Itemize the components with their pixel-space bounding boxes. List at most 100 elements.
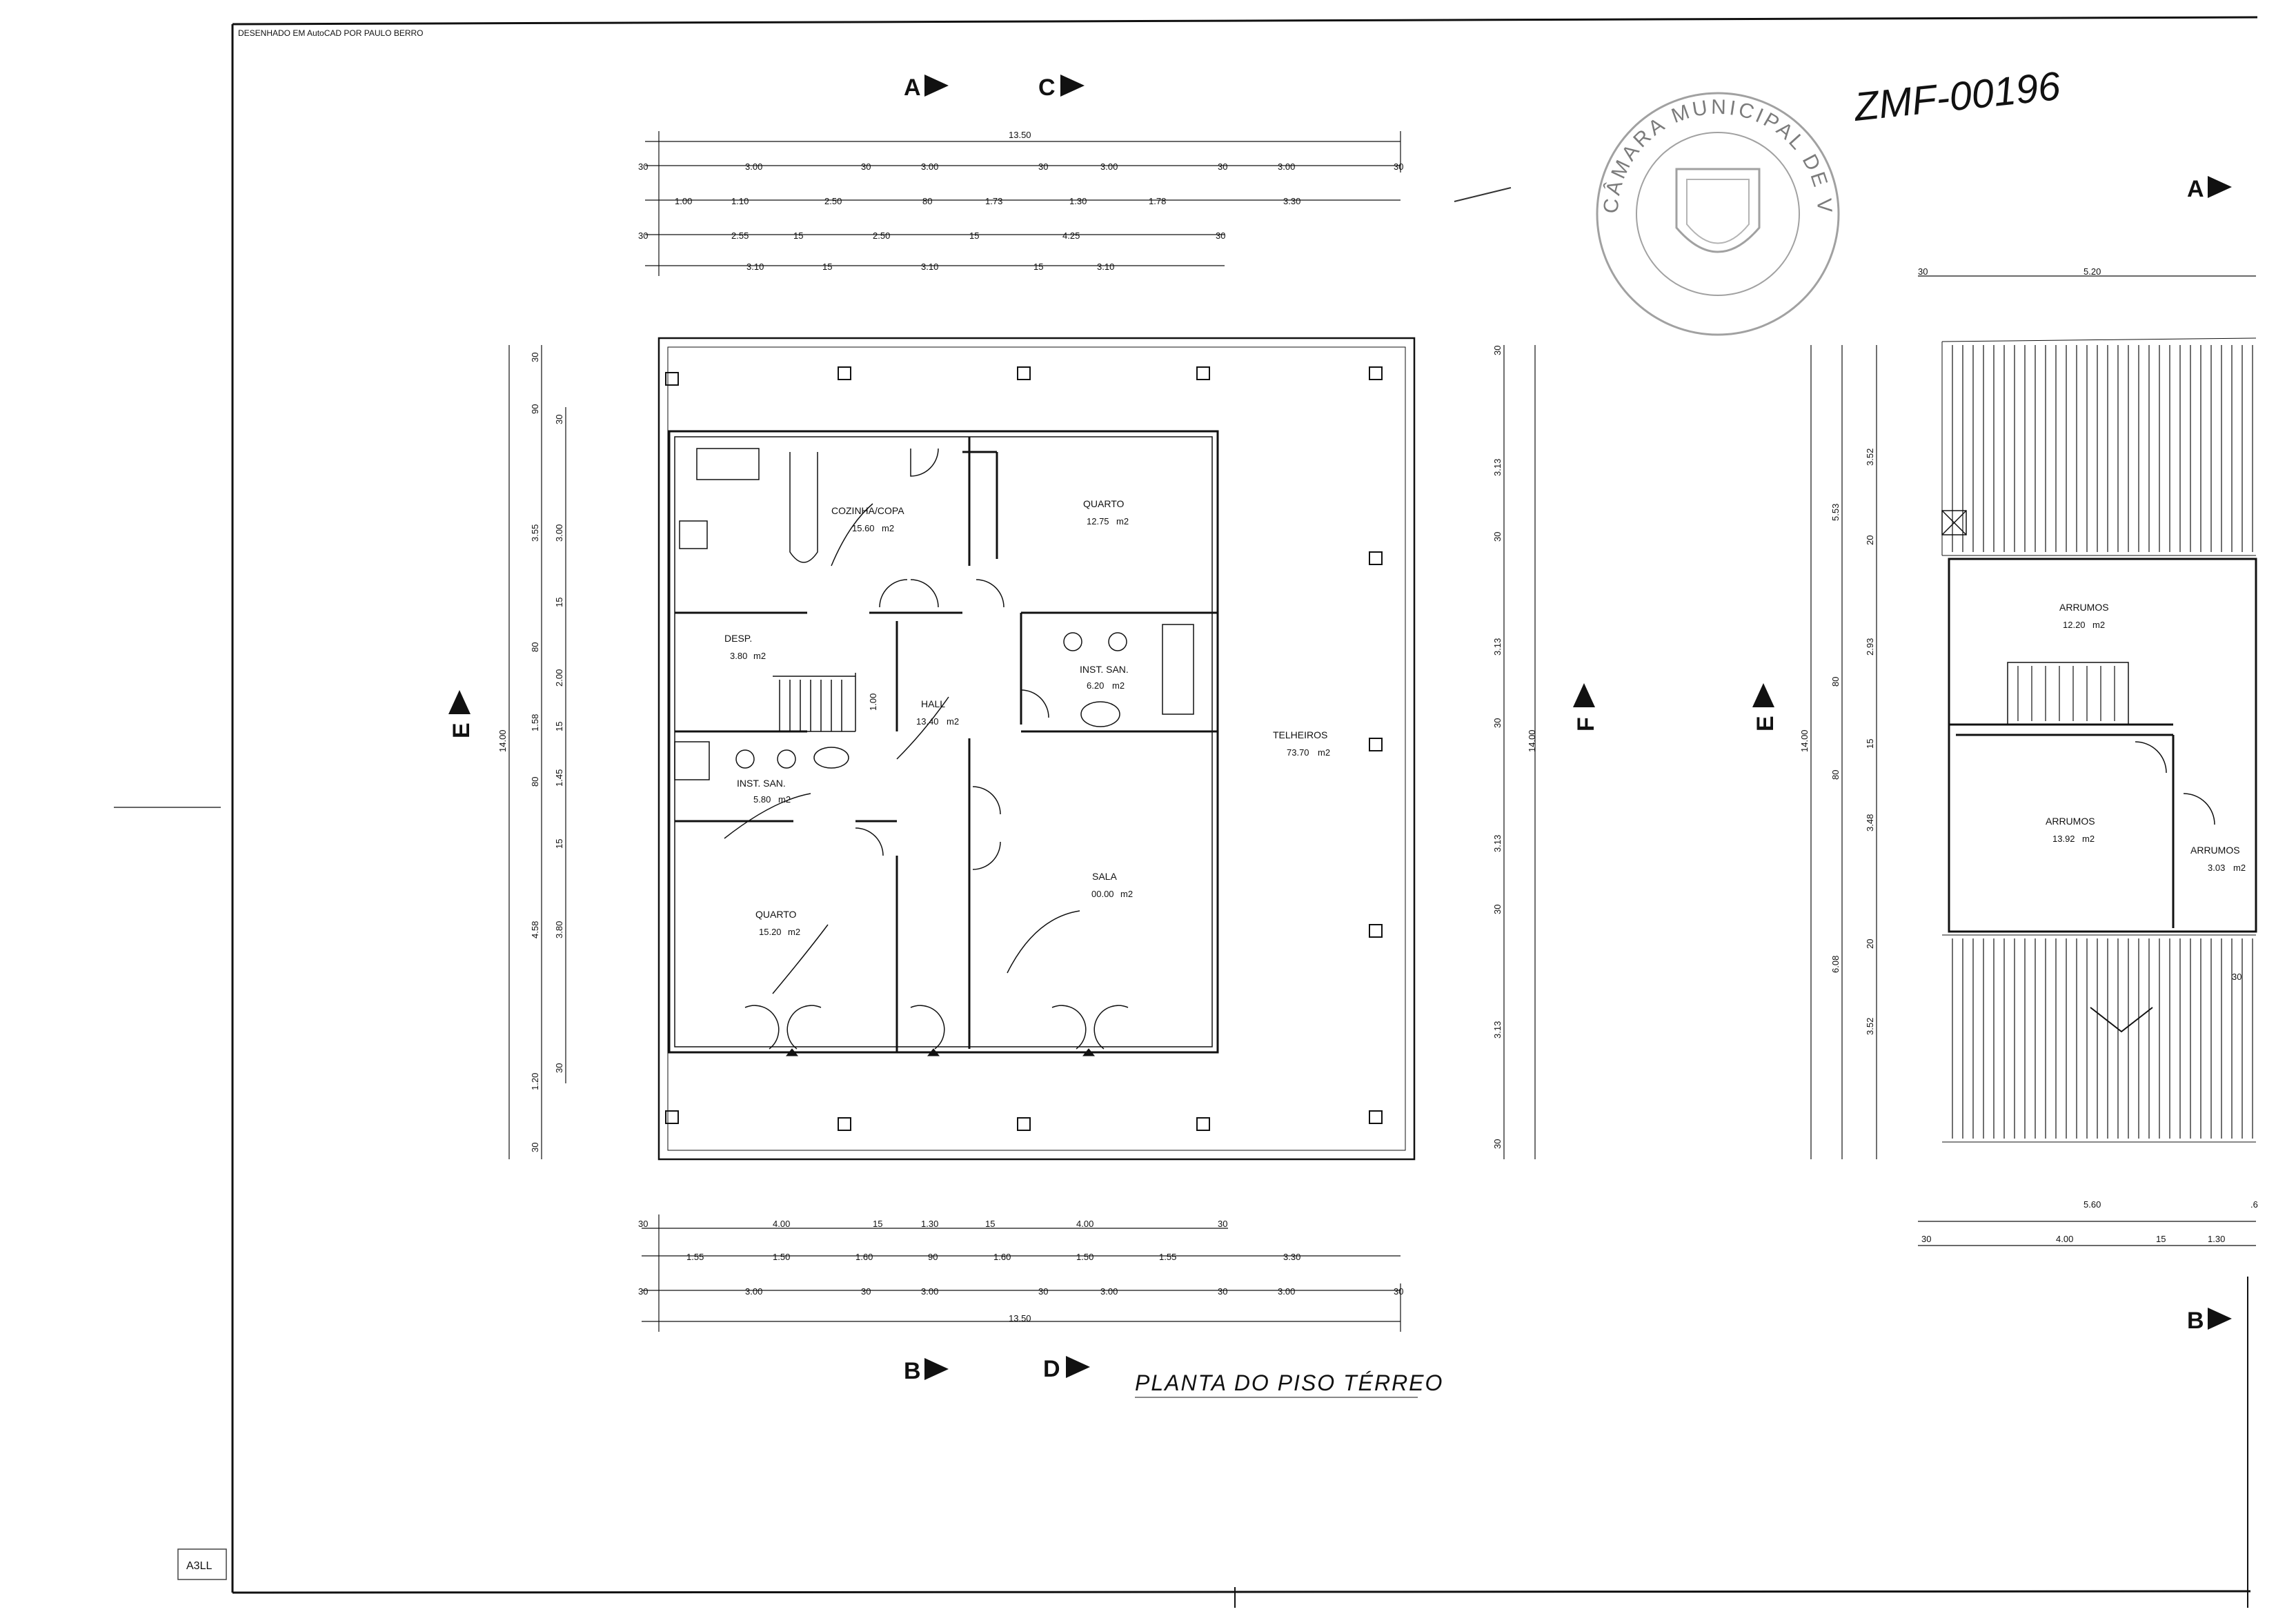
section-flag — [448, 690, 471, 714]
dimension-value: 3.10 — [746, 262, 764, 272]
dimension-total: 13.50 — [1009, 130, 1031, 140]
top-dimensions: 13.50 30 3.00 30 3.00 30 3.00 30 3.00 30… — [638, 130, 1403, 272]
dimension-value: 4.00 — [2056, 1234, 2073, 1244]
area-unit: m2 — [2092, 620, 2105, 630]
dimension-value: 1.45 — [554, 769, 564, 787]
section-marker-label: F — [1573, 717, 1599, 731]
handwritten-reference: ZMF-00196 — [1851, 63, 2064, 130]
dimension-value: 80 — [922, 196, 932, 206]
dimension-value: 80 — [530, 642, 540, 652]
dimension-value: 30 — [1492, 905, 1503, 914]
dimension-value: 30 — [861, 161, 871, 172]
dimension-value: 20 — [1865, 535, 1875, 545]
dimension-value: 1.30 — [1069, 196, 1087, 206]
dimension-value: 6.08 — [1830, 956, 1841, 973]
dimension-value: 3.13 — [1492, 1021, 1503, 1039]
dimension-value: 30 — [638, 230, 648, 241]
dimension-lines — [508, 131, 2256, 1332]
dimension-value: 3.48 — [1865, 814, 1875, 831]
dimension-value: 30 — [638, 1286, 648, 1297]
section-marker-label: B — [904, 1358, 921, 1384]
dimension-value: 2.00 — [554, 669, 564, 687]
section-flag — [1752, 683, 1774, 707]
dimension-value: 15 — [969, 230, 979, 241]
section-flag — [2208, 1308, 2232, 1330]
dimension-value: 3.52 — [1865, 449, 1875, 466]
dimension-value: 30 — [554, 1063, 564, 1073]
plan-title: PLANTA DO PISO TÉRREO — [1135, 1370, 1443, 1395]
area-unit: m2 — [2233, 863, 2246, 873]
sheet-size-box — [177, 1548, 227, 1580]
section-flag — [1060, 75, 1085, 97]
dimension-value: 15 — [1033, 262, 1043, 272]
dimension-value: 30 — [1492, 346, 1503, 355]
dimension-value: .6 — [2250, 1199, 2258, 1210]
dimension-value: 4.58 — [530, 921, 540, 938]
dimension-value: 30 — [530, 1143, 540, 1152]
area-unit: m2 — [947, 716, 959, 727]
dimension-value: 15 — [554, 722, 564, 731]
dimension-value: 4.00 — [773, 1219, 790, 1229]
room-label: QUARTO — [1083, 498, 1124, 509]
dimension-value: 5.60 — [2084, 1199, 2101, 1210]
dimension-value: 4.25 — [1062, 230, 1080, 241]
dimension-value: 30 — [2232, 972, 2241, 982]
dimension-value: 1.60 — [855, 1252, 873, 1262]
dimension-value: 1.00 — [675, 196, 692, 206]
dimension-value: 3.30 — [1283, 196, 1300, 206]
section-flag — [1573, 683, 1595, 707]
dimension-value: 1.60 — [993, 1252, 1011, 1262]
dimension-value: 2.50 — [824, 196, 842, 206]
dimension-value: 3.00 — [745, 161, 762, 172]
dimension-value: 4.00 — [1076, 1219, 1093, 1229]
dimension-value: 30 — [1394, 161, 1403, 172]
room-area: 3.03 — [2208, 863, 2225, 873]
section-marker-label: E — [448, 722, 475, 738]
room-label: INST. SAN. — [737, 778, 786, 789]
section-flag — [2208, 176, 2232, 198]
dimension-value: 3.00 — [921, 161, 938, 172]
dimension-total: 14.00 — [497, 729, 508, 752]
section-flag — [924, 1358, 949, 1380]
dimension-value: 20 — [1865, 939, 1875, 949]
dimension-value: 15 — [822, 262, 832, 272]
dimension-value: 2.55 — [731, 230, 749, 241]
dimension-value: 1.10 — [731, 196, 749, 206]
dimension-value: 30 — [1921, 1234, 1931, 1244]
room-label: ARRUMOS — [2190, 845, 2240, 856]
dimension-value: 15 — [2156, 1234, 2166, 1244]
dimension-value: 1.73 — [985, 196, 1002, 206]
dimension-value: 5.53 — [1830, 504, 1841, 521]
area-unit: m2 — [1318, 747, 1330, 758]
dimension-value: 30 — [530, 353, 540, 362]
dimension-value: 30 — [1918, 266, 1928, 277]
area-unit: m2 — [753, 651, 766, 661]
dimension-value: 15 — [873, 1219, 882, 1229]
dimension-value: 30 — [638, 161, 648, 172]
dimension-total: 13.50 — [1009, 1313, 1031, 1323]
dimension-value: 1.20 — [530, 1073, 540, 1090]
dimension-value: 15 — [1865, 739, 1875, 749]
dimension-value: 30 — [1492, 1139, 1503, 1149]
ground-floor-labels: COZINHA/COPA 15.60 m2 QUARTO 12.75 m2 DE… — [724, 498, 1330, 937]
dimension-value: 15 — [554, 839, 564, 849]
dimension-value: 30 — [1218, 1286, 1227, 1297]
room-area: 6.20 — [1087, 680, 1104, 691]
dimension-value: 15 — [985, 1219, 995, 1229]
room-area: 15.20 — [759, 927, 782, 937]
dimension-value: 3.00 — [745, 1286, 762, 1297]
dimension-value: 30 — [1038, 1286, 1048, 1297]
dimension-value: 1.30 — [2208, 1234, 2225, 1244]
room-label: QUARTO — [755, 909, 796, 920]
room-label: HALL — [921, 698, 945, 709]
room-area: 13.92 — [2052, 834, 2075, 844]
section-marker-label: A — [904, 75, 921, 101]
dimension-value: 15 — [554, 598, 564, 607]
dimension-value: 1.30 — [921, 1219, 938, 1229]
room-label: DESP. — [724, 633, 752, 644]
dimension-value: 80 — [1830, 770, 1841, 780]
dimension-value: 30 — [861, 1286, 871, 1297]
section-marker-label: B — [2187, 1308, 2204, 1334]
dimension-value: 30 — [554, 415, 564, 424]
